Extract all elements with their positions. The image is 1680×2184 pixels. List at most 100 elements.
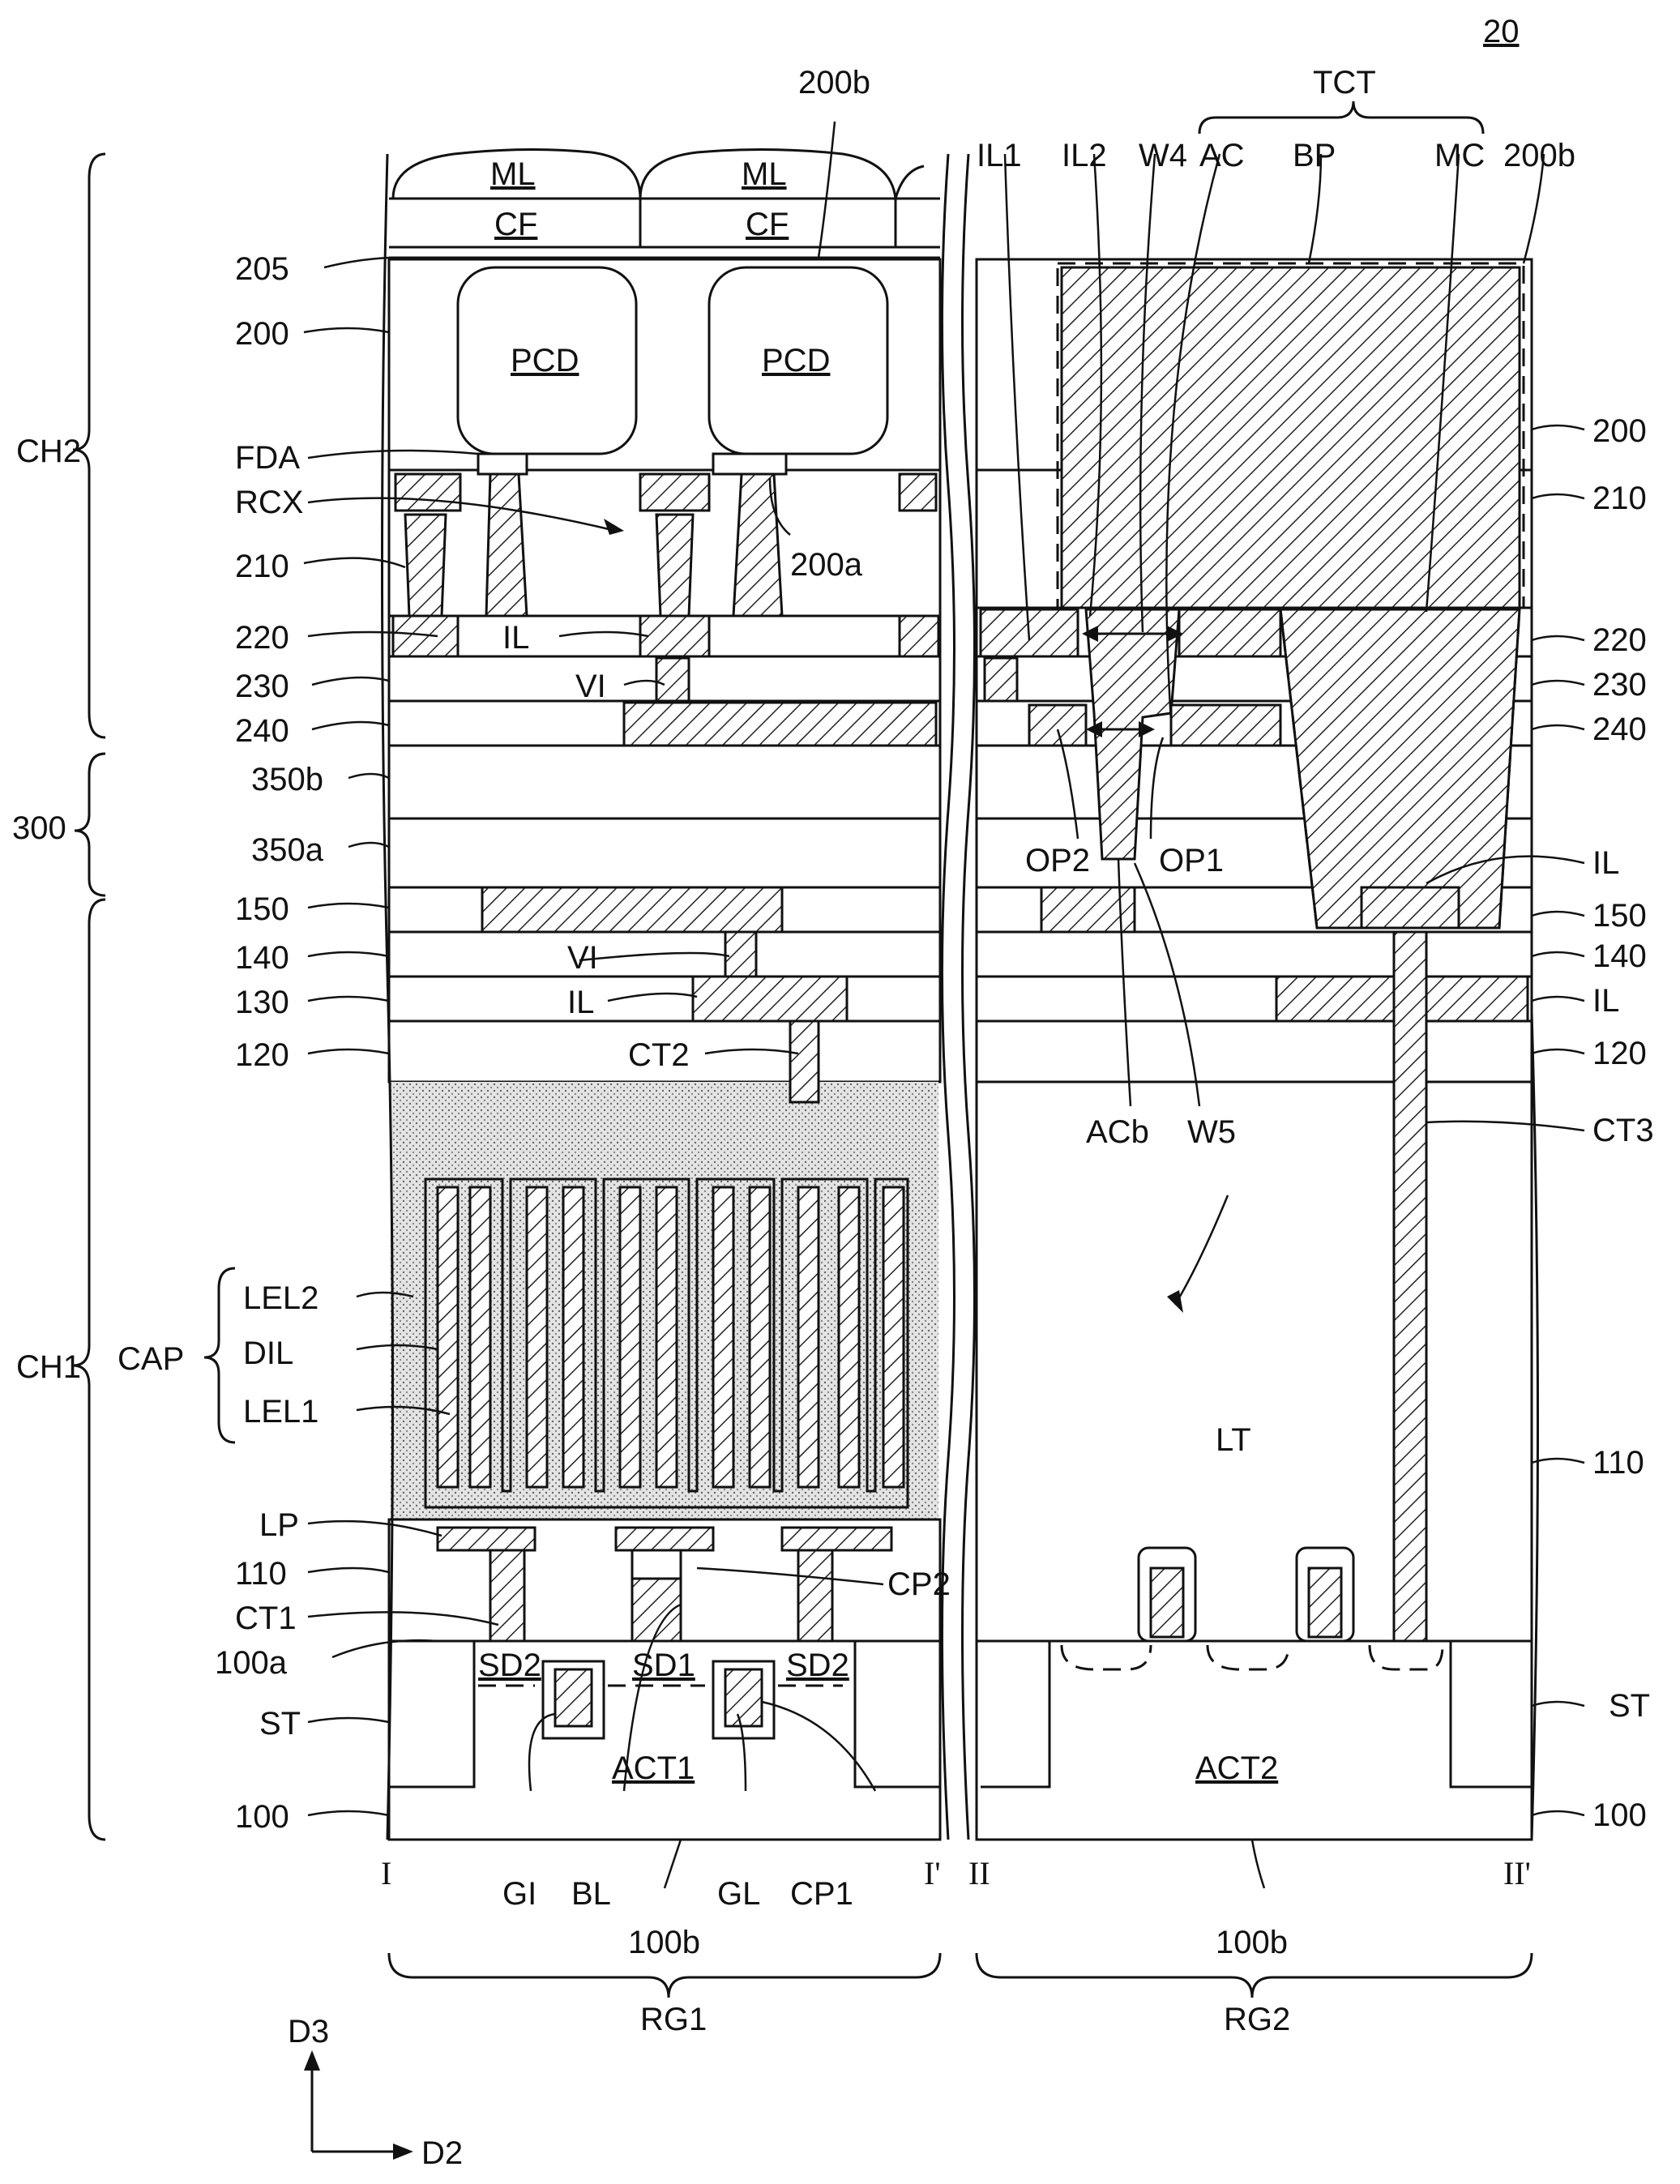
- label-r240: 240: [1592, 712, 1647, 747]
- photodiode-2: [707, 266, 889, 455]
- via-230: [655, 656, 690, 703]
- label-il1: IL1: [977, 138, 1022, 173]
- label-i: I: [381, 1855, 391, 1891]
- layer-130: [387, 975, 942, 1023]
- label-ct1: CT1: [235, 1601, 297, 1636]
- label-100a: 100a: [215, 1645, 288, 1681]
- label-240: 240: [235, 713, 289, 749]
- label-cf-1: CF: [494, 207, 537, 242]
- il-pad-150: [1360, 886, 1460, 930]
- label-r200: 200: [1592, 413, 1647, 449]
- r-layer-110: [975, 1080, 1533, 1643]
- label-il-220: IL: [502, 620, 529, 656]
- label-gl: GL: [717, 1876, 760, 1912]
- label-acb: ACb: [1086, 1114, 1149, 1150]
- landing-pad-1: [436, 1526, 536, 1552]
- section-300: 300: [12, 810, 66, 846]
- labels: 20 CH2 300 CH1 CAP 205 200 FDA RCX 210 2…: [12, 14, 1654, 2171]
- label-ct3: CT3: [1592, 1113, 1654, 1148]
- substrate-100: [387, 1639, 942, 1841]
- label-r100: 100: [1592, 1797, 1647, 1833]
- label-cf-2: CF: [746, 207, 789, 242]
- label-i-prime: I': [924, 1855, 941, 1891]
- label-ct2: CT2: [628, 1037, 690, 1073]
- label-210: 210: [235, 549, 289, 584]
- label-130: 130: [235, 985, 289, 1020]
- label-bl: BL: [571, 1876, 611, 1912]
- label-220: 220: [235, 620, 289, 656]
- figure-number: 20: [1483, 14, 1520, 49]
- landing-pad-2: [614, 1526, 715, 1552]
- axes-indicator: [304, 2050, 413, 2160]
- gate-1: [554, 1668, 593, 1728]
- label-vi-140: VI: [567, 940, 598, 976]
- label-bp: BP: [1293, 138, 1336, 173]
- label-w4: W4: [1139, 138, 1187, 173]
- r-layer-120: [975, 1019, 1533, 1083]
- label-ml-1: ML: [490, 156, 536, 192]
- label-gi: GI: [502, 1876, 536, 1912]
- gate-2: [724, 1668, 763, 1728]
- label-r220: 220: [1592, 622, 1647, 658]
- label-lp: LP: [259, 1507, 299, 1543]
- rg1-panel: [387, 147, 942, 1841]
- rcx-pad-2: [639, 472, 711, 512]
- bonding-pad: [1060, 266, 1521, 609]
- label-d3: D3: [288, 2014, 329, 2049]
- label-230: 230: [235, 669, 289, 704]
- landing-pad-3: [780, 1526, 893, 1552]
- microlens: [391, 147, 925, 199]
- label-mc: MC: [1434, 138, 1485, 173]
- label-r150: 150: [1592, 898, 1647, 934]
- break-line-1: [941, 153, 955, 1840]
- label-r-st: ST: [1609, 1688, 1650, 1724]
- label-lt: LT: [1216, 1422, 1251, 1458]
- label-rg2: RG2: [1224, 2002, 1290, 2037]
- capacitor-dielectric: [424, 1177, 909, 1509]
- label-cp1: CP1: [790, 1876, 853, 1912]
- label-d2: D2: [421, 2135, 463, 2171]
- label-100: 100: [235, 1799, 289, 1835]
- contact-ct2: [789, 1019, 820, 1104]
- contact-ct3: [1392, 930, 1428, 1643]
- label-150: 150: [235, 891, 289, 927]
- label-pcd-1: PCD: [511, 343, 579, 378]
- label-vi-230: VI: [575, 669, 606, 704]
- photodiode-1: [456, 266, 638, 455]
- label-dil: DIL: [243, 1336, 293, 1371]
- label-rg1: RG1: [640, 2002, 707, 2037]
- label-ml-2: ML: [742, 156, 787, 192]
- layer-350b: [387, 744, 942, 820]
- label-200b-left: 200b: [798, 65, 870, 100]
- r-layer-140: [975, 930, 1533, 978]
- label-r140: 140: [1592, 938, 1647, 974]
- label-w5: W5: [1187, 1114, 1236, 1150]
- label-r120: 120: [1592, 1036, 1647, 1071]
- contact-ct1-b: [797, 1549, 834, 1643]
- capacitor-electrode: [436, 1186, 905, 1489]
- label-350b: 350b: [251, 762, 323, 797]
- label-r-il-130: IL: [1592, 983, 1619, 1019]
- label-140: 140: [235, 940, 289, 976]
- label-sd2-left: SD2: [478, 1648, 541, 1683]
- rcx-pad-1: [394, 472, 462, 512]
- label-200: 200: [235, 316, 289, 352]
- contact-ct1-a: [489, 1549, 526, 1643]
- label-350a: 350a: [251, 832, 324, 868]
- layer-120: [387, 1019, 942, 1083]
- r-substrate-100: [975, 1639, 1533, 1841]
- label-rcx: RCX: [235, 485, 303, 520]
- label-il-130: IL: [567, 985, 594, 1020]
- label-120: 120: [235, 1037, 289, 1073]
- trench-contact-ac: [1084, 608, 1181, 861]
- label-act1: ACT1: [612, 1750, 695, 1786]
- label-r110: 110: [1592, 1445, 1644, 1481]
- label-ii-prime: II': [1503, 1855, 1531, 1891]
- label-fda: FDA: [235, 440, 300, 476]
- contact-a: [404, 513, 447, 618]
- label-r210: 210: [1592, 481, 1647, 516]
- leader-lines: [303, 121, 1585, 1889]
- label-100b-right: 100b: [1216, 1925, 1288, 1960]
- line-240: [622, 701, 938, 747]
